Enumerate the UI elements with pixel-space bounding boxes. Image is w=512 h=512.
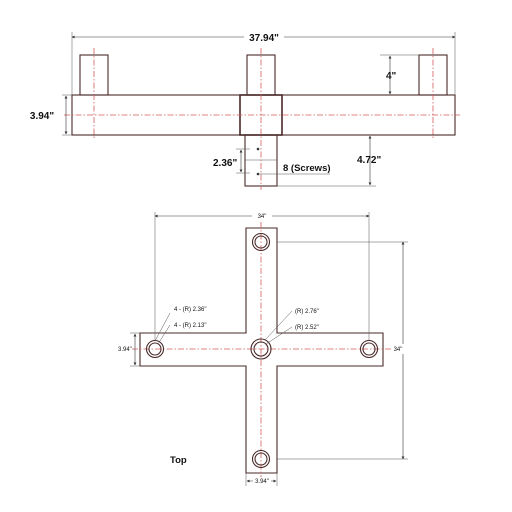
dim-label-bg xyxy=(244,30,284,42)
span-label-bg xyxy=(252,210,272,220)
screws-label: 8 (Screws) xyxy=(283,163,331,174)
top-view: 34" 34" 3.94" 3.94" 4 - (R) 2.36" 4 - (R… xyxy=(118,210,413,486)
leader-center-inner xyxy=(265,326,293,345)
span-horizontal-label: 34" xyxy=(258,214,267,220)
span-v-label-bg xyxy=(393,344,413,354)
center-outer-radius-label: (R) 2.76" xyxy=(295,309,319,315)
tenon-total-label: 4.72" xyxy=(357,155,381,166)
post-height-label: 4" xyxy=(386,71,397,82)
hole-center xyxy=(250,338,272,360)
center-inner-radius-label: (R) 2.52" xyxy=(295,325,319,331)
hole-top xyxy=(251,232,271,252)
span-vertical-label: 34" xyxy=(394,347,403,353)
screw-dot-upper xyxy=(256,147,260,151)
side-view: 37.94" 4" 3.94" 2.36" 8 (Screws) 4.72" xyxy=(30,30,460,190)
leader-inner-radius xyxy=(157,324,171,345)
arm-bottom-label-bg xyxy=(253,477,271,485)
tenon-depth-label: 2.36" xyxy=(213,158,237,169)
bar-height-label: 3.94" xyxy=(30,111,54,122)
outer-radius-label: 4 - (R) 2.36" xyxy=(174,307,206,313)
leader-outer-radius xyxy=(154,312,171,342)
inner-radius-label: 4 - (R) 2.13" xyxy=(174,323,206,329)
overall-width-label: 37.94" xyxy=(249,33,279,44)
leader-center-outer xyxy=(264,310,293,341)
view-label: Top xyxy=(170,455,187,466)
arm-width-bottom-label: 3.94" xyxy=(255,479,269,485)
arm-width-left-label: 3.94" xyxy=(118,347,132,353)
hole-right xyxy=(359,339,379,359)
hole-bottom xyxy=(251,449,271,469)
cross-plate xyxy=(139,227,384,474)
